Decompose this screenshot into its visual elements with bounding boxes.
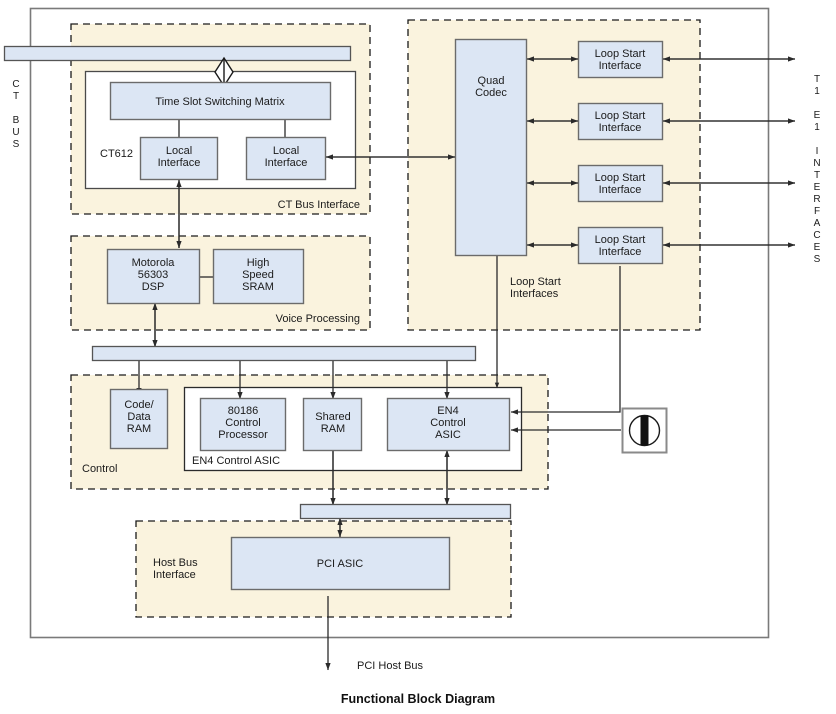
edge-label-t1-e1-interfaces: T 1 E 1 I N T E R F A C E S: [813, 74, 820, 265]
group-label-loop-start-interfaces-line1: Loop Start: [510, 276, 561, 288]
group-label-loop-start-interfaces-line2: Interfaces: [510, 288, 559, 300]
group-label-voice-processing: Voice Processing: [276, 313, 360, 325]
block-label-line1: High: [247, 257, 270, 269]
block-label-line1: Quad: [478, 75, 505, 87]
block-label-line1: Local: [166, 145, 192, 157]
group-label-control: Control: [82, 463, 117, 475]
t1e1-char-15: S: [814, 254, 821, 265]
edge-label-ct-bus: C T B U S: [12, 79, 19, 150]
label-pci-host-bus: PCI Host Bus: [357, 660, 424, 672]
group-label-host-bus-interface-line1: Host Bus: [153, 557, 198, 569]
t1e1-char-9: E: [814, 182, 821, 193]
block-label-line1: Shared: [315, 411, 350, 423]
bus-ct-bus-bar: [3, 45, 352, 62]
block-label-line2: Interface: [599, 246, 642, 258]
block-label-line3: DSP: [142, 281, 165, 293]
block-loop-start-interface-2[interactable]: Loop Start Interface: [577, 102, 664, 141]
block-en4-control-asic[interactable]: EN4 Control ASIC: [386, 397, 511, 452]
group-label-ct-bus-interface: CT Bus Interface: [278, 199, 360, 211]
subgroup-label-ct612: CT612: [100, 148, 133, 160]
block-label-line3: RAM: [127, 423, 151, 435]
t1e1-char-7: N: [813, 158, 820, 169]
block-local-interface-right[interactable]: Local Interface: [245, 136, 327, 181]
t1e1-char-8: T: [814, 170, 820, 181]
block-loop-start-interface-4[interactable]: Loop Start Interface: [577, 226, 664, 265]
block-high-speed-sram[interactable]: High Speed SRAM: [212, 248, 305, 305]
block-label-line2: Speed: [242, 269, 274, 281]
t1e1-char-4: 1: [814, 122, 820, 133]
bus-host-bus-bar: [299, 503, 512, 520]
block-label-line1: Loop Start: [595, 48, 646, 60]
t1e1-char-3: E: [814, 110, 821, 121]
bus-internal-bus-bar: [91, 345, 477, 362]
conn-loopstart4-to-en4: [510, 266, 621, 415]
t1e1-char-0: T: [814, 74, 820, 85]
block-label-line3: SRAM: [242, 281, 274, 293]
t1e1-char-6: I: [816, 146, 819, 157]
group-label-host-bus-interface-line2: Interface: [153, 569, 196, 581]
subgroup-label-en4-control-asic: EN4 Control ASIC: [192, 455, 280, 467]
block-label: PCI ASIC: [317, 558, 364, 570]
block-motorola-dsp[interactable]: Motorola 56303 DSP: [106, 248, 201, 305]
block-label-line1: 80186: [228, 405, 259, 417]
block-label-line2: Control: [430, 417, 465, 429]
block-local-interface-left[interactable]: Local Interface: [139, 136, 219, 181]
ctbus-char-4: U: [12, 127, 19, 138]
block-label-line3: ASIC: [435, 429, 461, 441]
block-label-line1: Loop Start: [595, 234, 646, 246]
block-shared-ram[interactable]: Shared RAM: [302, 397, 363, 452]
block-label: Time Slot Switching Matrix: [155, 96, 285, 108]
block-time-slot-switching-matrix[interactable]: Time Slot Switching Matrix: [109, 81, 332, 121]
block-label-line3: Processor: [218, 429, 268, 441]
block-label-line1: Motorola: [132, 257, 176, 269]
block-label-line1: EN4: [437, 405, 458, 417]
block-label-line2: Interface: [599, 60, 642, 72]
ctbus-char-5: S: [13, 139, 20, 150]
block-label-line1: Local: [273, 145, 299, 157]
block-label-line1: Code/: [124, 399, 154, 411]
block-loop-start-interface-3[interactable]: Loop Start Interface: [577, 164, 664, 203]
block-label-line2: Control: [225, 417, 260, 429]
t1e1-char-12: A: [814, 218, 821, 229]
block-label-line2: Codec: [475, 87, 507, 99]
block-label-line1: Loop Start: [595, 172, 646, 184]
block-label-line2: 56303: [138, 269, 169, 281]
block-code-data-ram[interactable]: Code/ Data RAM: [109, 388, 169, 450]
t1e1-char-1: 1: [814, 86, 820, 97]
block-label-line2: Data: [127, 411, 151, 423]
t1e1-char-10: R: [813, 194, 820, 205]
block-label-line2: Interface: [158, 157, 201, 169]
ctbus-char-3: B: [13, 115, 20, 126]
ctbus-char-1: T: [13, 91, 19, 102]
block-pci-asic[interactable]: PCI ASIC: [230, 536, 451, 591]
block-label-line2: Interface: [265, 157, 308, 169]
block-label-line2: Interface: [599, 122, 642, 134]
block-quad-codec[interactable]: Quad Codec: [454, 38, 528, 257]
block-loop-start-interface-1[interactable]: Loop Start Interface: [577, 40, 664, 79]
block-label-line2: Interface: [599, 184, 642, 196]
diagram-caption: Functional Block Diagram: [341, 692, 495, 706]
block-control-processor-80186[interactable]: 80186 Control Processor: [199, 397, 287, 452]
t1e1-char-14: E: [814, 242, 821, 253]
ctbus-char-0: C: [12, 79, 19, 90]
t1e1-char-13: C: [813, 230, 820, 241]
crystal-oscillator-icon[interactable]: [621, 407, 668, 454]
connector-lines: [136, 56, 796, 671]
block-label-line2: RAM: [321, 423, 345, 435]
outer-frame: [29, 7, 770, 639]
t1e1-char-11: F: [814, 206, 820, 217]
block-label-line1: Loop Start: [595, 110, 646, 122]
